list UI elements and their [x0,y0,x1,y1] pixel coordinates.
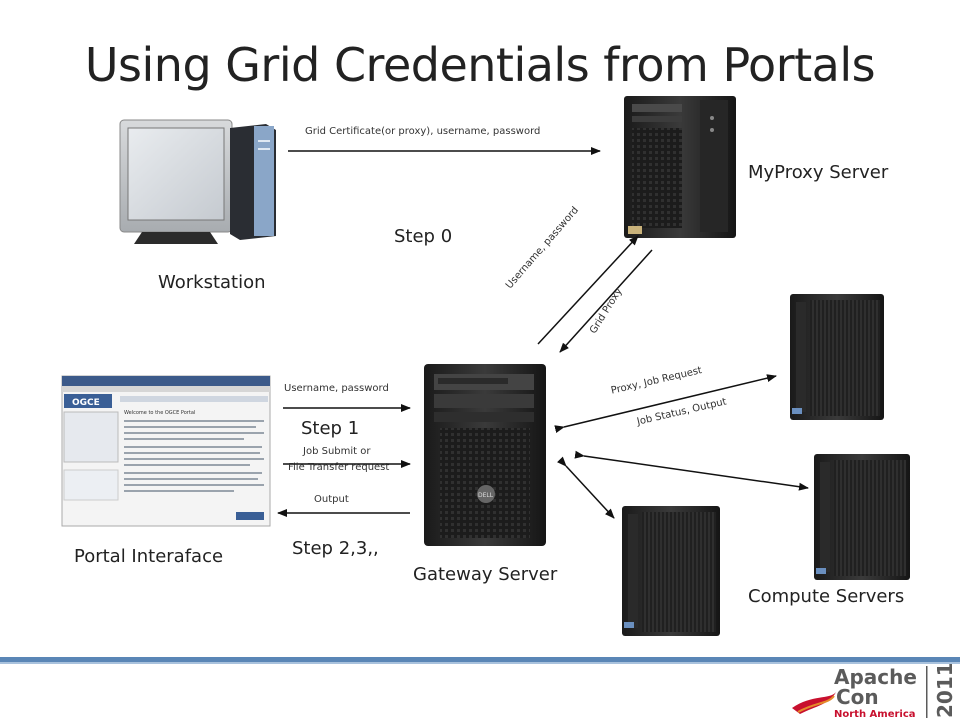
label-workstation: Workstation [158,272,266,293]
edge-label-job-submit-2: File Transfer request [288,462,390,473]
logo-line-2: Con [836,685,879,709]
compute-server-icon-2 [814,454,910,580]
gateway-server-icon: DELL [424,364,546,546]
compute-server-icon-1 [790,294,884,420]
edge-label-grid-certificate: Grid Certificate(or proxy), username, pa… [305,126,541,137]
portal-screenshot: OGCE Welcome to the OGCE Portal [61,375,271,527]
logo-year: 2011 [933,664,957,718]
label-step-0: Step 0 [394,226,453,247]
page-title: Using Grid Credentials from Portals [84,38,876,92]
label-gateway-server: Gateway Server [413,564,558,585]
edge-label-username-password: Username, password [284,383,389,394]
arrow-grid-proxy [559,249,653,353]
label-myproxy-server: MyProxy Server [748,162,889,183]
arrow-username-password-proxy [537,235,639,345]
label-step-1: Step 1 [301,418,360,439]
myproxy-server-icon [624,96,736,238]
arrow-compute-1 [554,374,777,433]
label-step-2-3: Step 2,3,, [292,538,379,559]
arrow-compute-3 [556,456,615,519]
portal-heading-text: Welcome to the OGCE Portal [124,410,195,416]
arrow-compute-2 [574,450,809,491]
footer-bar-accent [0,662,960,664]
workstation-icon [119,119,276,244]
edge-label-output: Output [314,494,349,505]
label-portal-interface: Portal Interaface [74,546,224,567]
portal-banner-text: OGCE [72,398,100,408]
footer-bar [0,657,960,662]
compute-server-icon-3 [622,506,720,636]
apachecon-logo: Apache Con North America 2011 [792,664,957,720]
gateway-brand-text: DELL [478,492,494,499]
logo-line-3: North America [834,709,916,720]
logo-line-1: Apache [834,665,917,689]
label-compute-servers: Compute Servers [748,586,905,607]
edge-label-job-submit-1: Job Submit or [303,446,371,457]
